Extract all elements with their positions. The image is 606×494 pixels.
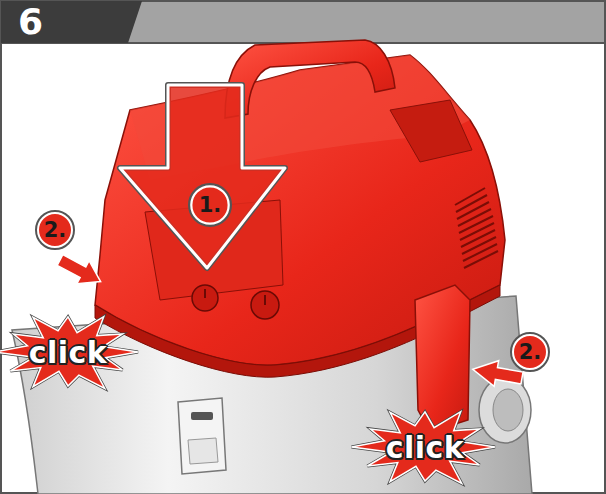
callout-text: 2. [519, 340, 542, 364]
press-arrow-outline [120, 85, 285, 268]
click-text: click [386, 430, 465, 465]
push-arrow [54, 249, 107, 294]
hose-port-inner [493, 389, 523, 431]
knob [251, 291, 279, 319]
vents [455, 188, 498, 268]
header-tab [1, 1, 142, 43]
starburst-outline [0, 317, 138, 389]
grip-recess [390, 100, 472, 162]
callout-number: 2. [35, 210, 75, 250]
starburst-outline [352, 412, 496, 484]
callout-ring [190, 185, 231, 226]
click-burst: click [0, 312, 138, 392]
callout-fill [513, 335, 547, 369]
hose-port [479, 377, 531, 443]
callout-number: 1. [188, 183, 232, 227]
callout-number: 2. [510, 332, 550, 372]
callout-text: 2. [44, 218, 67, 242]
callout-text: 1. [199, 193, 222, 217]
callout-ring [37, 212, 74, 249]
socket-slot [191, 412, 213, 420]
click-text: click [29, 335, 108, 370]
knob-mark [264, 295, 266, 305]
knob [192, 285, 218, 311]
starburst-fill [352, 412, 496, 484]
step-number: 6 [18, 2, 43, 42]
knob-mark [204, 289, 206, 298]
header-bar [1, 1, 605, 43]
socket-cover [188, 438, 218, 464]
press-arrow [120, 85, 285, 268]
handle [225, 40, 395, 118]
starburst-fill [0, 317, 138, 389]
power-socket [178, 398, 226, 474]
callout-fill [191, 186, 228, 223]
callout-fill [38, 213, 72, 247]
click-burst: click [355, 407, 495, 487]
callout-ring [512, 334, 549, 371]
